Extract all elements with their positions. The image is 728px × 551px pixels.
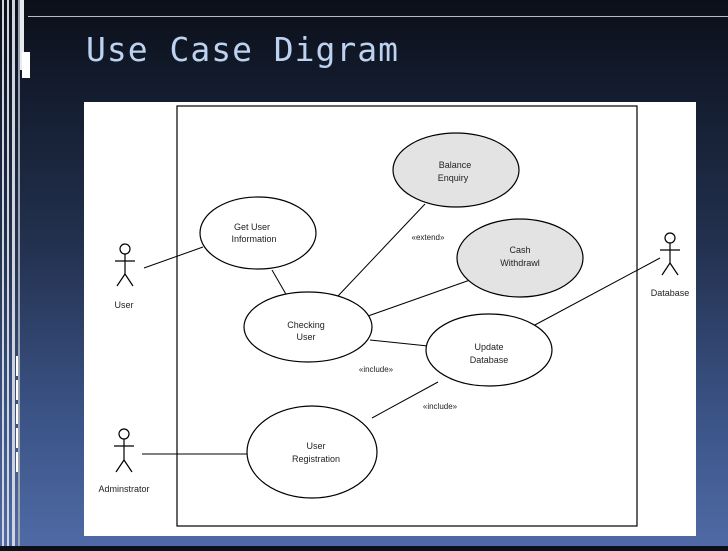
actor-database-label: Database — [651, 288, 690, 298]
actor-user-icon — [119, 243, 131, 255]
update-database-label-1: Update — [474, 342, 503, 352]
ellipse-cash-withdrawl — [456, 218, 584, 298]
line-registration-update — [371, 381, 439, 419]
line-update-database — [532, 257, 661, 327]
association-lines — [142, 203, 661, 455]
ellipse-checking-user — [243, 291, 373, 363]
actor-database — [660, 232, 680, 276]
get-user-information-label-1: Get User — [234, 222, 270, 232]
line-getinfo-checking — [271, 269, 288, 297]
actor-admin-label: Adminstrator — [98, 484, 149, 494]
include-label-2: «include» — [423, 402, 458, 411]
cash-withdrawl-label-2: Withdrawl — [500, 258, 540, 268]
use-case-ovals — [199, 132, 584, 499]
checking-user-label-1: Checking — [287, 320, 325, 330]
side-marks — [16, 356, 26, 476]
line-user-getinfo — [143, 246, 204, 269]
side-decoration — [0, 0, 32, 546]
ellipse-update-database — [425, 313, 553, 387]
slide-title: Use Case Digram — [86, 30, 400, 69]
line-checking-cash — [367, 279, 471, 317]
extend-label: «extend» — [412, 233, 445, 242]
cash-withdrawl-label-1: Cash — [509, 245, 530, 255]
user-registration-label-2: Registration — [292, 454, 340, 464]
include-label-1: «include» — [359, 365, 394, 374]
actor-user-label: User — [114, 300, 133, 310]
system-boundary — [176, 105, 638, 527]
get-user-information-label-2: Information — [231, 234, 276, 244]
ellipse-balance-enquiry — [392, 132, 520, 208]
diagram-background — [84, 102, 696, 536]
actor-admin-icon — [118, 428, 130, 440]
checking-user-label-2: User — [296, 332, 315, 342]
ellipse-get-user-information — [199, 196, 317, 270]
actor-database-icon — [664, 232, 676, 244]
line-checking-balance — [337, 203, 426, 297]
update-database-label-2: Database — [470, 355, 509, 365]
top-rule — [28, 16, 728, 17]
actor-user — [115, 243, 135, 287]
balance-enquiry-label-2: Enquiry — [438, 173, 469, 183]
ellipse-user-registration — [246, 405, 378, 499]
line-checking-update — [369, 339, 429, 347]
actor-admin — [114, 428, 134, 473]
balance-enquiry-label-1: Balance — [439, 160, 472, 170]
user-registration-label-1: User — [306, 441, 325, 451]
